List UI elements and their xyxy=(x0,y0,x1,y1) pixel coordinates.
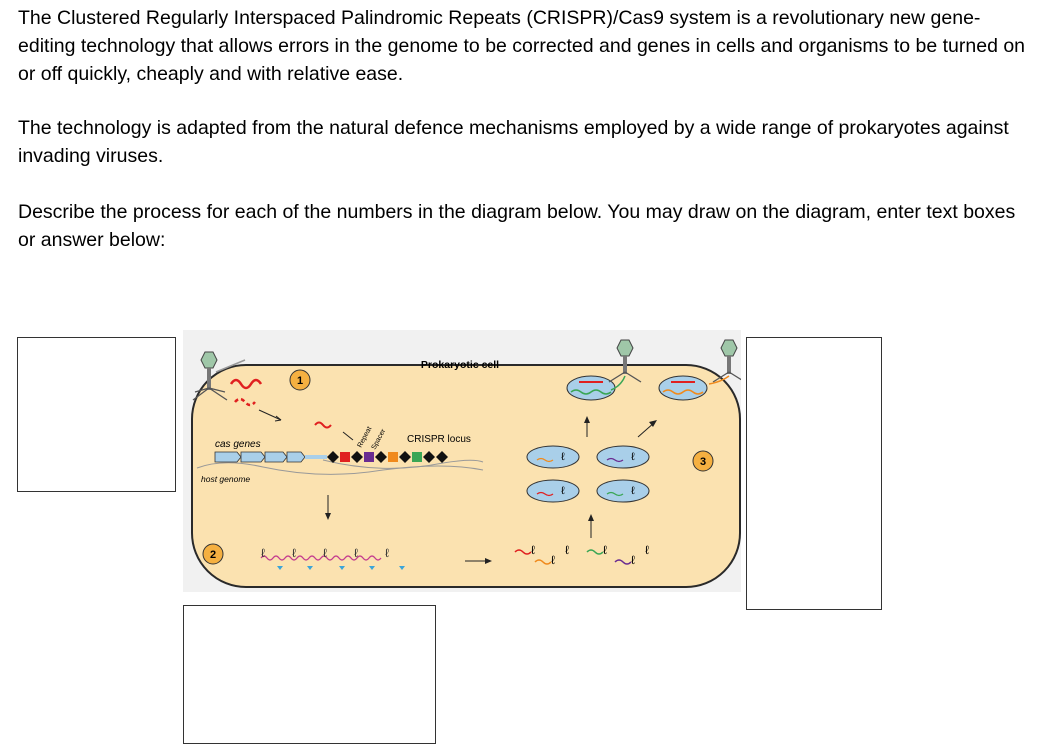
host-genome-label: host genome xyxy=(201,474,250,484)
crispr-diagram: Prokaryotic cell 1 cas genes host genome… xyxy=(183,330,741,592)
cell-label: Prokaryotic cell xyxy=(421,359,499,371)
phage-left-icon xyxy=(192,351,246,401)
step-marker-2 xyxy=(202,543,224,565)
answer-box-bottom[interactable] xyxy=(183,605,436,744)
cas9-complexes: ℓ ℓ ℓ ℓ xyxy=(526,445,650,503)
prokaryotic-cell xyxy=(191,364,741,588)
svg-text:ℓ: ℓ xyxy=(631,451,635,463)
svg-text:ℓ: ℓ xyxy=(631,553,635,567)
step-marker-3 xyxy=(692,450,714,472)
crispr-locus-label: CRISPR locus xyxy=(407,434,471,445)
crispr-locus-array xyxy=(327,451,448,463)
phage-right-icon-2 xyxy=(708,339,741,385)
crrnas: ℓ ℓ ℓ ℓ ℓ ℓ xyxy=(514,543,649,567)
cas-genes xyxy=(214,451,327,463)
answer-box-left[interactable] xyxy=(17,337,176,492)
svg-text:ℓ: ℓ xyxy=(561,485,565,497)
svg-text:ℓ: ℓ xyxy=(531,543,535,557)
pre-crrna: ℓ ℓ ℓ ℓ ℓ xyxy=(260,546,405,570)
arrow-to-fragment xyxy=(258,409,282,421)
svg-text:ℓ: ℓ xyxy=(323,546,327,560)
intro-paragraph: The Clustered Regularly Interspaced Pali… xyxy=(18,7,1026,85)
viral-dna-fragments xyxy=(234,397,256,407)
spacer-fragment xyxy=(314,421,332,429)
svg-text:ℓ: ℓ xyxy=(385,546,389,560)
phage-right-icon-1 xyxy=(608,339,642,391)
cas-genes-label: cas genes xyxy=(215,439,261,450)
step-marker-1-label: 1 xyxy=(297,375,303,387)
svg-text:ℓ: ℓ xyxy=(603,543,607,557)
svg-text:ℓ: ℓ xyxy=(631,485,635,497)
task-instructions: Describe the process for each of the num… xyxy=(18,201,1016,251)
svg-text:ℓ: ℓ xyxy=(645,543,649,557)
answer-box-right[interactable] xyxy=(746,337,882,610)
host-genome-line xyxy=(196,462,484,475)
step-marker-1 xyxy=(289,369,311,391)
svg-text:ℓ: ℓ xyxy=(565,543,569,557)
step-marker-2-label: 2 xyxy=(210,549,216,561)
svg-text:ℓ: ℓ xyxy=(354,546,358,560)
origin-paragraph: The technology is adapted from the natur… xyxy=(18,117,1009,167)
cas9-targeting-complexes xyxy=(566,375,708,401)
svg-text:ℓ: ℓ xyxy=(551,553,555,567)
step-marker-3-label: 3 xyxy=(700,456,706,468)
svg-text:ℓ: ℓ xyxy=(261,546,265,560)
svg-text:ℓ: ℓ xyxy=(292,546,296,560)
svg-text:ℓ: ℓ xyxy=(561,451,565,463)
viral-dna-left xyxy=(229,378,263,390)
